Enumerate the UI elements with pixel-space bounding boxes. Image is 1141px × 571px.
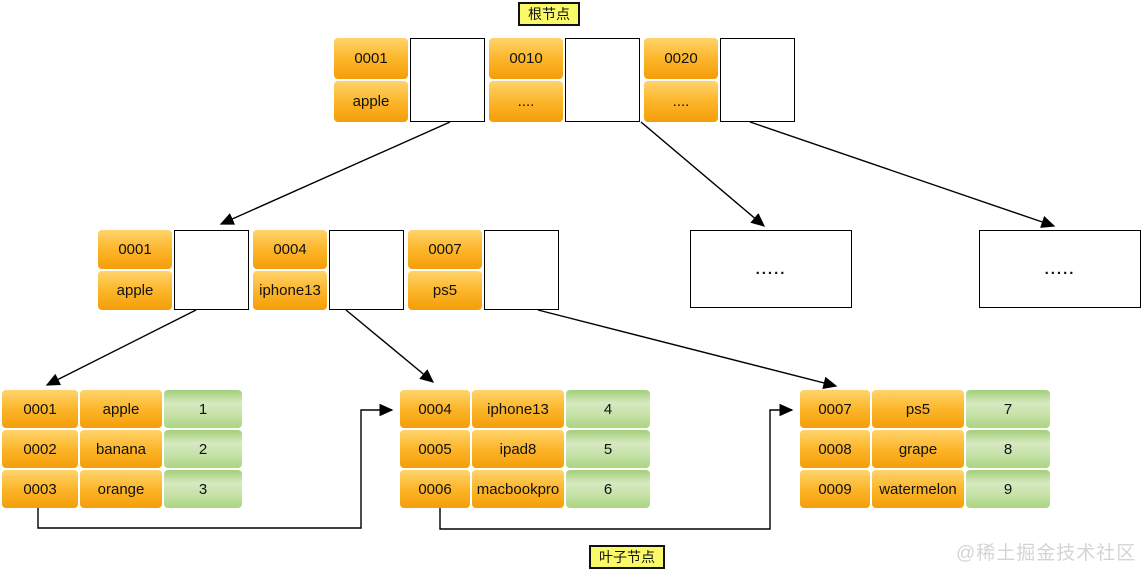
internal-value: ps5 bbox=[408, 271, 482, 310]
leaf-node-label: 叶子节点 bbox=[589, 545, 665, 569]
leaf-node-1: 0001 apple 1 0002 banana 2 0003 orange 3 bbox=[2, 390, 242, 510]
leaf-row: 0005 ipad8 5 bbox=[400, 430, 650, 468]
ellipsis-node-left: ..... bbox=[690, 230, 852, 308]
internal-entry: 0004 iphone13 bbox=[253, 230, 327, 310]
root-entry: 0020 .... bbox=[644, 38, 718, 122]
root-value: .... bbox=[644, 81, 718, 122]
root-pointer-cell bbox=[720, 38, 795, 122]
root-value: .... bbox=[489, 81, 563, 122]
leaf-name: ps5 bbox=[872, 390, 964, 428]
leaf-node-3: 0007 ps5 7 0008 grape 8 0009 watermelon … bbox=[800, 390, 1050, 510]
leaf-row: 0009 watermelon 9 bbox=[800, 470, 1050, 508]
leaf-id: 0002 bbox=[2, 430, 78, 468]
leaf-name: orange bbox=[80, 470, 162, 508]
leaf-row: 0001 apple 1 bbox=[2, 390, 242, 428]
leaf-num: 6 bbox=[566, 470, 650, 508]
internal-value: apple bbox=[98, 271, 172, 310]
leaf-row: 0002 banana 2 bbox=[2, 430, 242, 468]
leaf-num: 1 bbox=[164, 390, 242, 428]
internal-entry-group: 0004 iphone13 bbox=[253, 230, 404, 310]
leaf-num: 9 bbox=[966, 470, 1050, 508]
root-value: apple bbox=[334, 81, 408, 122]
leaf-num: 7 bbox=[966, 390, 1050, 428]
leaf-num: 2 bbox=[164, 430, 242, 468]
leaf-num: 3 bbox=[164, 470, 242, 508]
root-entry: 0001 apple bbox=[334, 38, 408, 122]
root-key: 0001 bbox=[334, 38, 408, 79]
leaf-num: 5 bbox=[566, 430, 650, 468]
leaf-id: 0005 bbox=[400, 430, 470, 468]
internal-node: 0001 apple 0004 iphone13 0007 ps5 bbox=[98, 230, 563, 310]
leaf-row: 0008 grape 8 bbox=[800, 430, 1050, 468]
leaf-name: grape bbox=[872, 430, 964, 468]
leaf-name: macbookpro bbox=[472, 470, 564, 508]
internal-entry: 0007 ps5 bbox=[408, 230, 482, 310]
leaf-num: 4 bbox=[566, 390, 650, 428]
leaf-row: 0006 macbookpro 6 bbox=[400, 470, 650, 508]
leaf-id: 0007 bbox=[800, 390, 870, 428]
root-entry: 0010 .... bbox=[489, 38, 563, 122]
leaf-name: ipad8 bbox=[472, 430, 564, 468]
internal-entry: 0001 apple bbox=[98, 230, 172, 310]
leaf-row: 0003 orange 3 bbox=[2, 470, 242, 508]
internal-pointer-cell bbox=[174, 230, 249, 310]
root-key: 0020 bbox=[644, 38, 718, 79]
root-node-label: 根节点 bbox=[518, 2, 580, 26]
internal-pointer-cell bbox=[484, 230, 559, 310]
leaf-row: 0007 ps5 7 bbox=[800, 390, 1050, 428]
leaf-node-2: 0004 iphone13 4 0005 ipad8 5 0006 macboo… bbox=[400, 390, 650, 510]
leaf-id: 0004 bbox=[400, 390, 470, 428]
internal-entry-group: 0007 ps5 bbox=[408, 230, 559, 310]
internal-value: iphone13 bbox=[253, 271, 327, 310]
leaf-name: watermelon bbox=[872, 470, 964, 508]
ellipsis-node-right: ..... bbox=[979, 230, 1141, 308]
leaf-id: 0003 bbox=[2, 470, 78, 508]
leaf-name: apple bbox=[80, 390, 162, 428]
root-pointer-cell bbox=[565, 38, 640, 122]
leaf-id: 0006 bbox=[400, 470, 470, 508]
root-key: 0010 bbox=[489, 38, 563, 79]
watermark: @稀土掘金技术社区 bbox=[956, 543, 1137, 564]
root-entry-group: 0010 .... bbox=[489, 38, 640, 122]
root-entry-group: 0001 apple bbox=[334, 38, 485, 122]
root-pointer-cell bbox=[410, 38, 485, 122]
leaf-id: 0001 bbox=[2, 390, 78, 428]
internal-key: 0001 bbox=[98, 230, 172, 269]
internal-pointer-cell bbox=[329, 230, 404, 310]
leaf-name: banana bbox=[80, 430, 162, 468]
root-node: 0001 apple 0010 .... 0020 .... bbox=[334, 38, 799, 122]
internal-entry-group: 0001 apple bbox=[98, 230, 249, 310]
internal-key: 0004 bbox=[253, 230, 327, 269]
leaf-id: 0009 bbox=[800, 470, 870, 508]
leaf-id: 0008 bbox=[800, 430, 870, 468]
leaf-name: iphone13 bbox=[472, 390, 564, 428]
leaf-row: 0004 iphone13 4 bbox=[400, 390, 650, 428]
internal-key: 0007 bbox=[408, 230, 482, 269]
leaf-num: 8 bbox=[966, 430, 1050, 468]
root-entry-group: 0020 .... bbox=[644, 38, 795, 122]
